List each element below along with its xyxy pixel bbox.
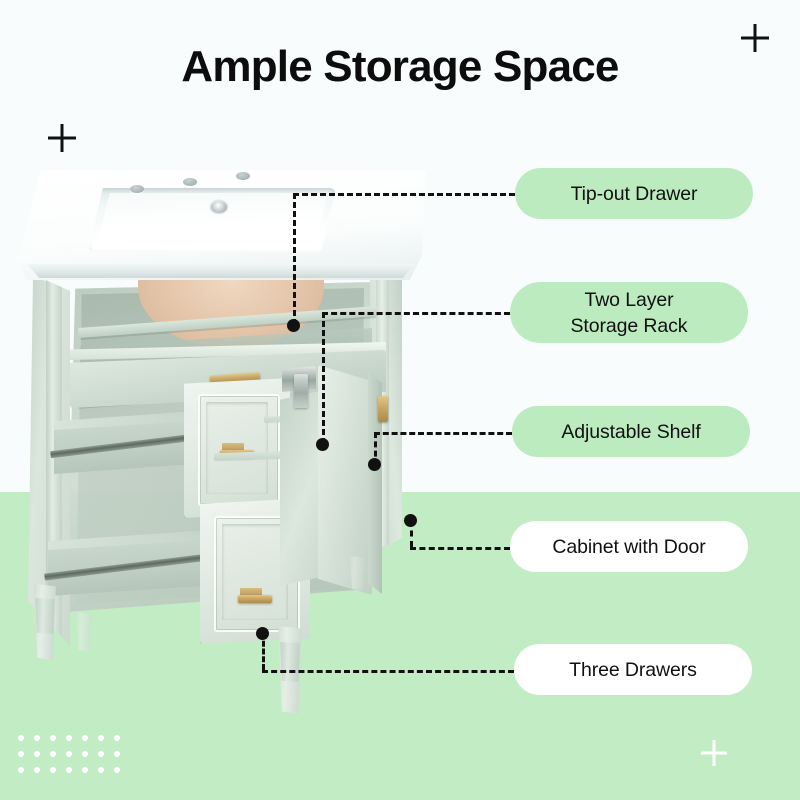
cabinet-door-pull <box>378 396 388 422</box>
sink-basin-inner <box>96 193 328 245</box>
leader-endpoint-shelf <box>368 458 381 471</box>
product-image-bathroom-vanity <box>18 160 448 714</box>
countertop-front-edge <box>27 264 415 278</box>
faucet-hole-right <box>236 172 250 180</box>
dot-grid-decoration <box>18 735 130 783</box>
page-title: Ample Storage Space <box>181 42 619 91</box>
leader-endpoint-tip-out <box>287 319 300 332</box>
callout-three-drawers[interactable]: Three Drawers <box>514 644 752 695</box>
bottom-drawer-pull-base <box>240 588 262 598</box>
callout-adjustable-shelf[interactable]: Adjustable Shelf <box>512 406 750 457</box>
cabinet-door-panel <box>318 365 372 595</box>
cabinet-door-hinge-arm <box>294 374 308 408</box>
cabinet-door-jamb <box>280 390 324 586</box>
callout-cabinet-with-door[interactable]: Cabinet with Door <box>510 521 748 572</box>
cabinet-door-edge <box>368 372 382 594</box>
front-right-leg-band <box>280 642 300 682</box>
middle-drawer-pull-base <box>222 443 244 453</box>
adjustable-shelf <box>214 450 320 461</box>
leader-endpoint-door <box>404 514 417 527</box>
rear-left-leg <box>76 612 92 652</box>
callout-two-layer-storage-rack[interactable]: Two Layer Storage Rack <box>510 282 748 343</box>
bottom-drawer-panel-inner <box>222 524 288 620</box>
leader-endpoint-drawers <box>256 627 269 640</box>
sink-drain <box>211 201 227 213</box>
bottom-drawer-pull <box>238 595 272 603</box>
callout-tip-out-drawer[interactable]: Tip-out Drawer <box>515 168 753 219</box>
rear-right-leg <box>349 556 365 590</box>
faucet-hole-center <box>183 178 197 186</box>
front-left-leg-band <box>35 598 55 634</box>
faucet-hole-left <box>130 185 144 193</box>
leader-endpoint-rack <box>316 438 329 451</box>
